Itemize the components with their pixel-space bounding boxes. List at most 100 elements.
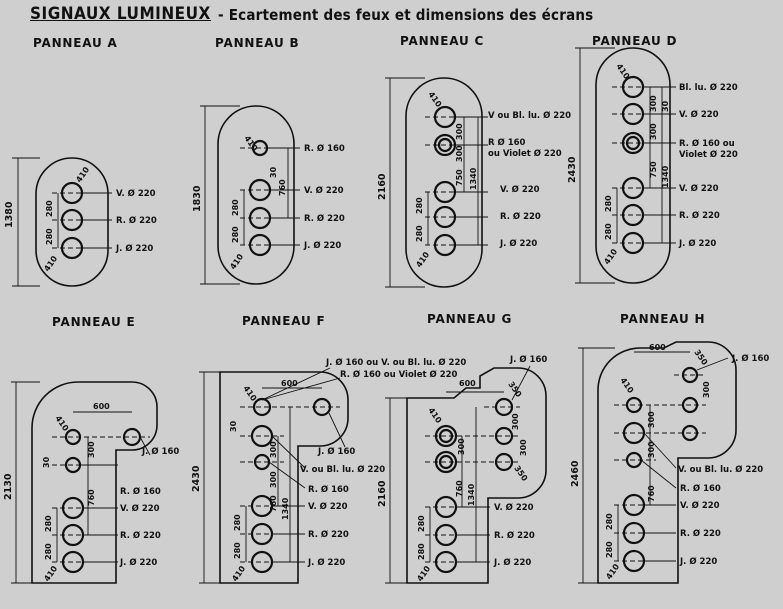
panel-e-dim-600: 600: [93, 402, 110, 411]
panel-f-label-5: R. Ø 160: [308, 484, 349, 495]
panel-f-outline: [219, 371, 349, 584]
panel-f-label-2: R. Ø 160 ou Violet Ø 220: [340, 369, 458, 380]
panel-g-dim-300a: 300: [457, 438, 466, 455]
panel-g-height: 2160: [377, 480, 388, 507]
panel-f-label-6: V. Ø 220: [308, 501, 348, 512]
panel-f-dim-280a: 280: [233, 514, 242, 531]
panel-c-dim-280b: 280: [415, 225, 424, 242]
panel-c-height: 2160: [377, 173, 388, 200]
panel-d-label-7: J. Ø 220: [678, 238, 716, 249]
panel-b-dim-280a: 280: [231, 199, 240, 216]
panel-f-label-4: V. ou Bl. lu. Ø 220: [300, 464, 385, 475]
panel-c-name: PANNEAU C: [400, 34, 484, 48]
panel-d-height: 2430: [567, 156, 578, 183]
panel-f-height: 2430: [191, 465, 202, 492]
panel-a-label-red: R. Ø 220: [116, 215, 157, 226]
panel-g-dim-300b: 300: [511, 413, 520, 430]
panel-h-dim-300c: 300: [647, 441, 656, 458]
panel-b-dim-bottom: 410: [228, 252, 245, 271]
panel-a-dim-top: 410: [74, 165, 91, 184]
panel-h-label-2: V. ou Bl. lu. Ø 220: [678, 464, 763, 475]
panel-e-dim-300: 300: [87, 441, 96, 458]
panel-f-dim-300b: 300: [269, 471, 278, 488]
panel-f-label-1: J. Ø 160 ou V. ou Bl. lu. Ø 220: [325, 357, 466, 368]
panel-c-dim-bottom: 410: [414, 250, 431, 269]
panel-b-label-2: V. Ø 220: [304, 185, 344, 196]
panel-h-dim-300a: 300: [647, 411, 656, 428]
panel-h-dim-top: 410: [618, 376, 635, 395]
panel-b-dim-top: 410: [242, 134, 259, 153]
panel-c-dim-1340: 1340: [469, 167, 478, 190]
panel-c-label-2: R Ø 160: [488, 137, 526, 148]
panel-f-dim-bottom: 410: [230, 564, 247, 583]
panel-f-dim-760: 760: [269, 495, 278, 512]
panel-e-dim-280a: 280: [44, 515, 53, 532]
panel-c-label-1: V ou Bl. lu. Ø 220: [488, 110, 571, 121]
panel-f-dim-1340: 1340: [281, 497, 290, 520]
panel-c-label-4: V. Ø 220: [500, 184, 540, 195]
panel-e-dim-top: 410: [53, 414, 70, 433]
panel-c-outline: [405, 77, 483, 288]
panel-b-label-3: R. Ø 220: [304, 213, 345, 224]
panel-g-outline: [406, 367, 547, 584]
panel-b-height: 1830: [192, 185, 203, 212]
panel-g-name: PANNEAU G: [427, 312, 512, 326]
panel-d-label-4: Violet Ø 220: [679, 149, 738, 160]
panel-e-dim-280b: 280: [44, 543, 53, 560]
panel-h-dim-600: 600: [649, 343, 666, 352]
panel-a-dim-2: 280: [45, 228, 54, 245]
panel-e-name: PANNEAU E: [52, 315, 136, 329]
panel-d-dim-30: 30: [661, 100, 670, 112]
panel-h-label-4: V. Ø 220: [680, 500, 720, 511]
panel-f-dim-280b: 280: [233, 542, 242, 559]
panel-b-label-1: R. Ø 160: [304, 143, 345, 154]
panel-g-lens-right-low: [494, 452, 514, 472]
panel-c-dim-300b: 300: [455, 145, 464, 162]
dimension-lines: [11, 47, 729, 584]
panel-e-label-3: V. Ø 220: [120, 503, 160, 514]
panel-h-height: 2460: [570, 460, 581, 487]
panel-b-dim-760: 760: [278, 179, 287, 196]
page-title: SIGNAUX LUMINEUX: [30, 4, 211, 24]
panel-d-outline: [595, 47, 671, 284]
panel-d-dim-300b: 300: [649, 123, 658, 140]
panel-c-dim-280a: 280: [415, 197, 424, 214]
panel-c-label-5: R. Ø 220: [500, 211, 541, 222]
panel-e-label-5: J. Ø 220: [119, 557, 157, 568]
panel-d-label-6: R. Ø 220: [679, 210, 720, 221]
panel-d-label-5: V. Ø 220: [679, 183, 719, 194]
panel-h-dim-350: 350: [692, 348, 709, 367]
panel-h-label-3: R. Ø 160: [680, 483, 721, 494]
panel-h-label-1: J. Ø 160: [731, 353, 769, 364]
panel-c-dim-300a: 300: [455, 123, 464, 140]
panel-d-dim-750: 750: [649, 161, 658, 178]
panel-g-label-3: R. Ø 220: [494, 530, 535, 541]
panel-g-dim-350b: 350: [512, 464, 529, 483]
panel-e-label-4: R. Ø 220: [120, 530, 161, 541]
panel-g-dim-300c: 300: [519, 439, 528, 456]
panel-e-dim-30: 30: [42, 456, 51, 468]
panel-f-name: PANNEAU F: [242, 314, 326, 328]
panel-c-label-3: ou Violet Ø 220: [488, 148, 562, 159]
panel-g-dim-280a: 280: [417, 515, 426, 532]
panel-c-dim-top: 410: [426, 90, 443, 109]
panel-c-label-6: J. Ø 220: [499, 238, 537, 249]
panel-h-label-5: R. Ø 220: [680, 528, 721, 539]
panel-d-name: PANNEAU D: [592, 34, 677, 48]
panel-g-label-2: V. Ø 220: [494, 502, 534, 513]
panel-a-height: 1380: [4, 201, 15, 228]
panel-a-name: PANNEAU A: [33, 36, 118, 50]
panel-g-dim-1340: 1340: [467, 483, 476, 506]
panel-e-label-2: R. Ø 160: [120, 486, 161, 497]
panel-g-lens-right-mid: [494, 426, 514, 446]
panel-d-dim-1340: 1340: [661, 165, 670, 188]
panel-g-dim-top: 410: [426, 406, 443, 425]
panel-h-dim-280a: 280: [605, 513, 614, 530]
panel-a-outline: [35, 157, 109, 287]
panel-e-dim-bottom: 410: [42, 564, 59, 583]
panel-f-lens-top: [252, 397, 272, 417]
panel-b-outline: [217, 105, 295, 285]
panel-h-label-6: J. Ø 220: [679, 556, 717, 567]
